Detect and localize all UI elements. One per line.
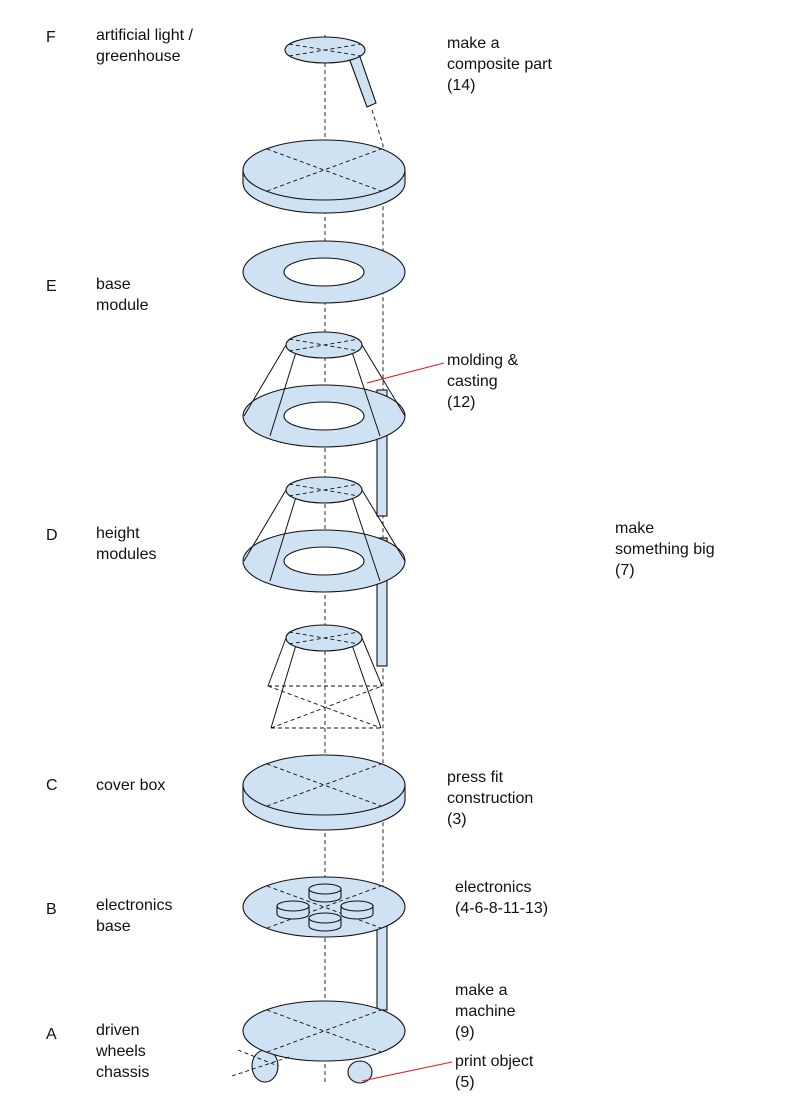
note-molding-casting: molding & casting (12) [447, 352, 519, 411]
note-press-fit: press fit construction (3) [447, 769, 534, 828]
electronics-base [242, 876, 406, 1011]
wheel-axle [231, 1055, 293, 1077]
side-guide-line [371, 109, 384, 1000]
note-electronics: electronics (4-6-8-11-13) [455, 879, 549, 917]
support-post [376, 389, 388, 517]
lamp-arm [348, 53, 377, 108]
row-letter-e: E [46, 278, 57, 295]
row-label-b: electronics base [96, 897, 173, 935]
greenhouse-cover-disc [242, 139, 406, 214]
electronic-component [308, 883, 342, 903]
support-post [376, 537, 388, 667]
note-make-something-big: make something big (7) [615, 520, 715, 579]
base-module-ring [242, 240, 406, 304]
row-letter-a: A [46, 1026, 57, 1043]
electronic-component [308, 912, 342, 932]
row-label-e: base module [96, 276, 149, 314]
leader-line-molding [366, 362, 445, 384]
row-letter-c: C [46, 777, 58, 794]
row-label-d: height modules [96, 525, 157, 563]
greenhouse-lamp [284, 36, 377, 108]
row-label-a: driven wheels chassis [96, 1022, 150, 1081]
caster-wheel [347, 1060, 373, 1084]
height-module-middle [242, 476, 406, 667]
electronic-component [340, 900, 374, 920]
leader-line-print [361, 1061, 453, 1082]
note-print-object: print object (5) [455, 1053, 534, 1091]
row-letter-d: D [46, 527, 58, 544]
height-module-upper [242, 331, 406, 517]
note-composite-part: make a composite part (14) [447, 35, 552, 94]
row-label-c: cover box [96, 777, 166, 794]
cover-box [242, 754, 406, 831]
wheel-chassis [231, 1000, 406, 1084]
row-letter-b: B [46, 901, 57, 918]
row-letter-f: F [46, 29, 56, 46]
electronic-component [276, 900, 310, 920]
height-module-lower [267, 624, 383, 729]
note-make-machine: make a machine (9) [455, 982, 516, 1041]
row-label-f: artificial light / greenhouse [96, 27, 193, 65]
